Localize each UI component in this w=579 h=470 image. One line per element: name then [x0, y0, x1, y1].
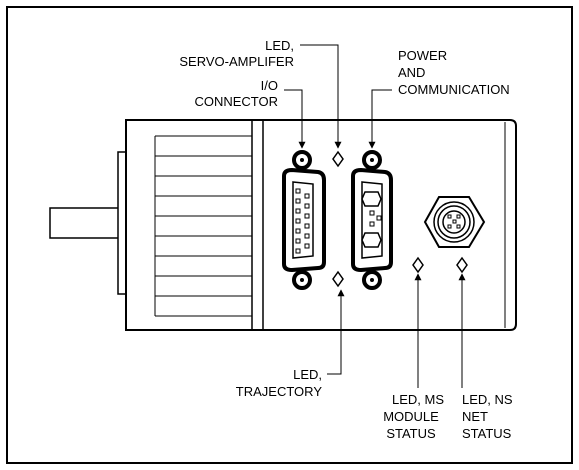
io-connector [282, 150, 326, 290]
label-led-traj-line2: TRAJECTORY [236, 384, 323, 399]
label-led-ns-line3: STATUS [462, 426, 512, 441]
power-connector [351, 150, 393, 290]
leader-power [368, 89, 392, 149]
label-led-ns-line1: LED, NS [462, 392, 513, 407]
leader-servo [300, 44, 342, 149]
label-io-line1: I/O [261, 78, 278, 93]
label-led-servo-line1: LED, [265, 38, 294, 53]
leader-lines [284, 44, 466, 388]
leader-io [284, 89, 306, 149]
motor-shaft [49, 151, 129, 295]
label-led-ms-line2: MODULE [383, 409, 439, 424]
io-pins [295, 188, 310, 254]
led-trajectory [332, 270, 344, 288]
network-connector [423, 196, 486, 248]
label-led-ns-line2: NET [462, 409, 488, 424]
led-module-status [412, 256, 424, 274]
label-power-line2: AND [398, 65, 425, 80]
label-led-servo-line2: SERVO-AMPLIFER [179, 54, 294, 69]
label-led-ms-line3: STATUS [386, 426, 436, 441]
label-power-line3: COMMUNICATION [398, 82, 510, 97]
label-led-ms-line1: LED, MS [392, 392, 444, 407]
label-led-traj-line1: LED, [293, 367, 322, 382]
outer-frame [6, 6, 573, 464]
led-net-status [456, 256, 468, 274]
leader-trajectory [327, 289, 345, 375]
label-io-line2: CONNECTOR [194, 94, 278, 109]
cooling-fins [154, 135, 252, 317]
label-power-line1: POWER [398, 48, 447, 63]
led-servo-amplifier [332, 150, 344, 168]
callout-labels: LED, SERVO-AMPLIFER I/O CONNECTOR POWER … [179, 38, 513, 441]
